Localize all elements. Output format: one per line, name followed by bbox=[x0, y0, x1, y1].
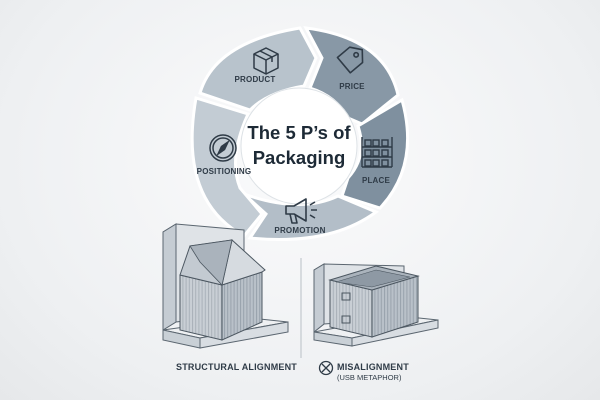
center-circle bbox=[240, 87, 358, 205]
segment-label-positioning: POSITIONING bbox=[197, 167, 252, 176]
segment-place bbox=[340, 97, 410, 210]
structural-alignment-illustration bbox=[162, 223, 289, 349]
segment-label-place: PLACE bbox=[362, 176, 391, 185]
megaphone-icon bbox=[285, 198, 317, 224]
segment-positioning bbox=[190, 96, 264, 238]
center-title-line1: The 5 P’s of bbox=[247, 122, 351, 143]
five-ps-cycle: The 5 P’s of Packaging bbox=[190, 26, 410, 241]
caption-structural-alignment: STRUCTURAL ALIGNMENT bbox=[176, 362, 297, 372]
caption-usb-metaphor: (USB METAPHOR) bbox=[337, 373, 402, 382]
caption-misalignment: MISALIGNMENT bbox=[337, 362, 409, 372]
segment-promotion bbox=[242, 192, 380, 241]
x-circle-icon bbox=[318, 360, 334, 376]
segment-label-price: PRICE bbox=[339, 82, 365, 91]
box-icon bbox=[253, 47, 279, 75]
segment-label-promotion: PROMOTION bbox=[274, 226, 325, 235]
compass-icon bbox=[209, 134, 237, 162]
price-tag-icon bbox=[336, 46, 364, 74]
segment-label-product: PRODUCT bbox=[235, 75, 276, 84]
center-title-line2: Packaging bbox=[253, 147, 346, 168]
shelf-icon bbox=[361, 137, 393, 168]
misalignment-illustration bbox=[313, 263, 439, 347]
